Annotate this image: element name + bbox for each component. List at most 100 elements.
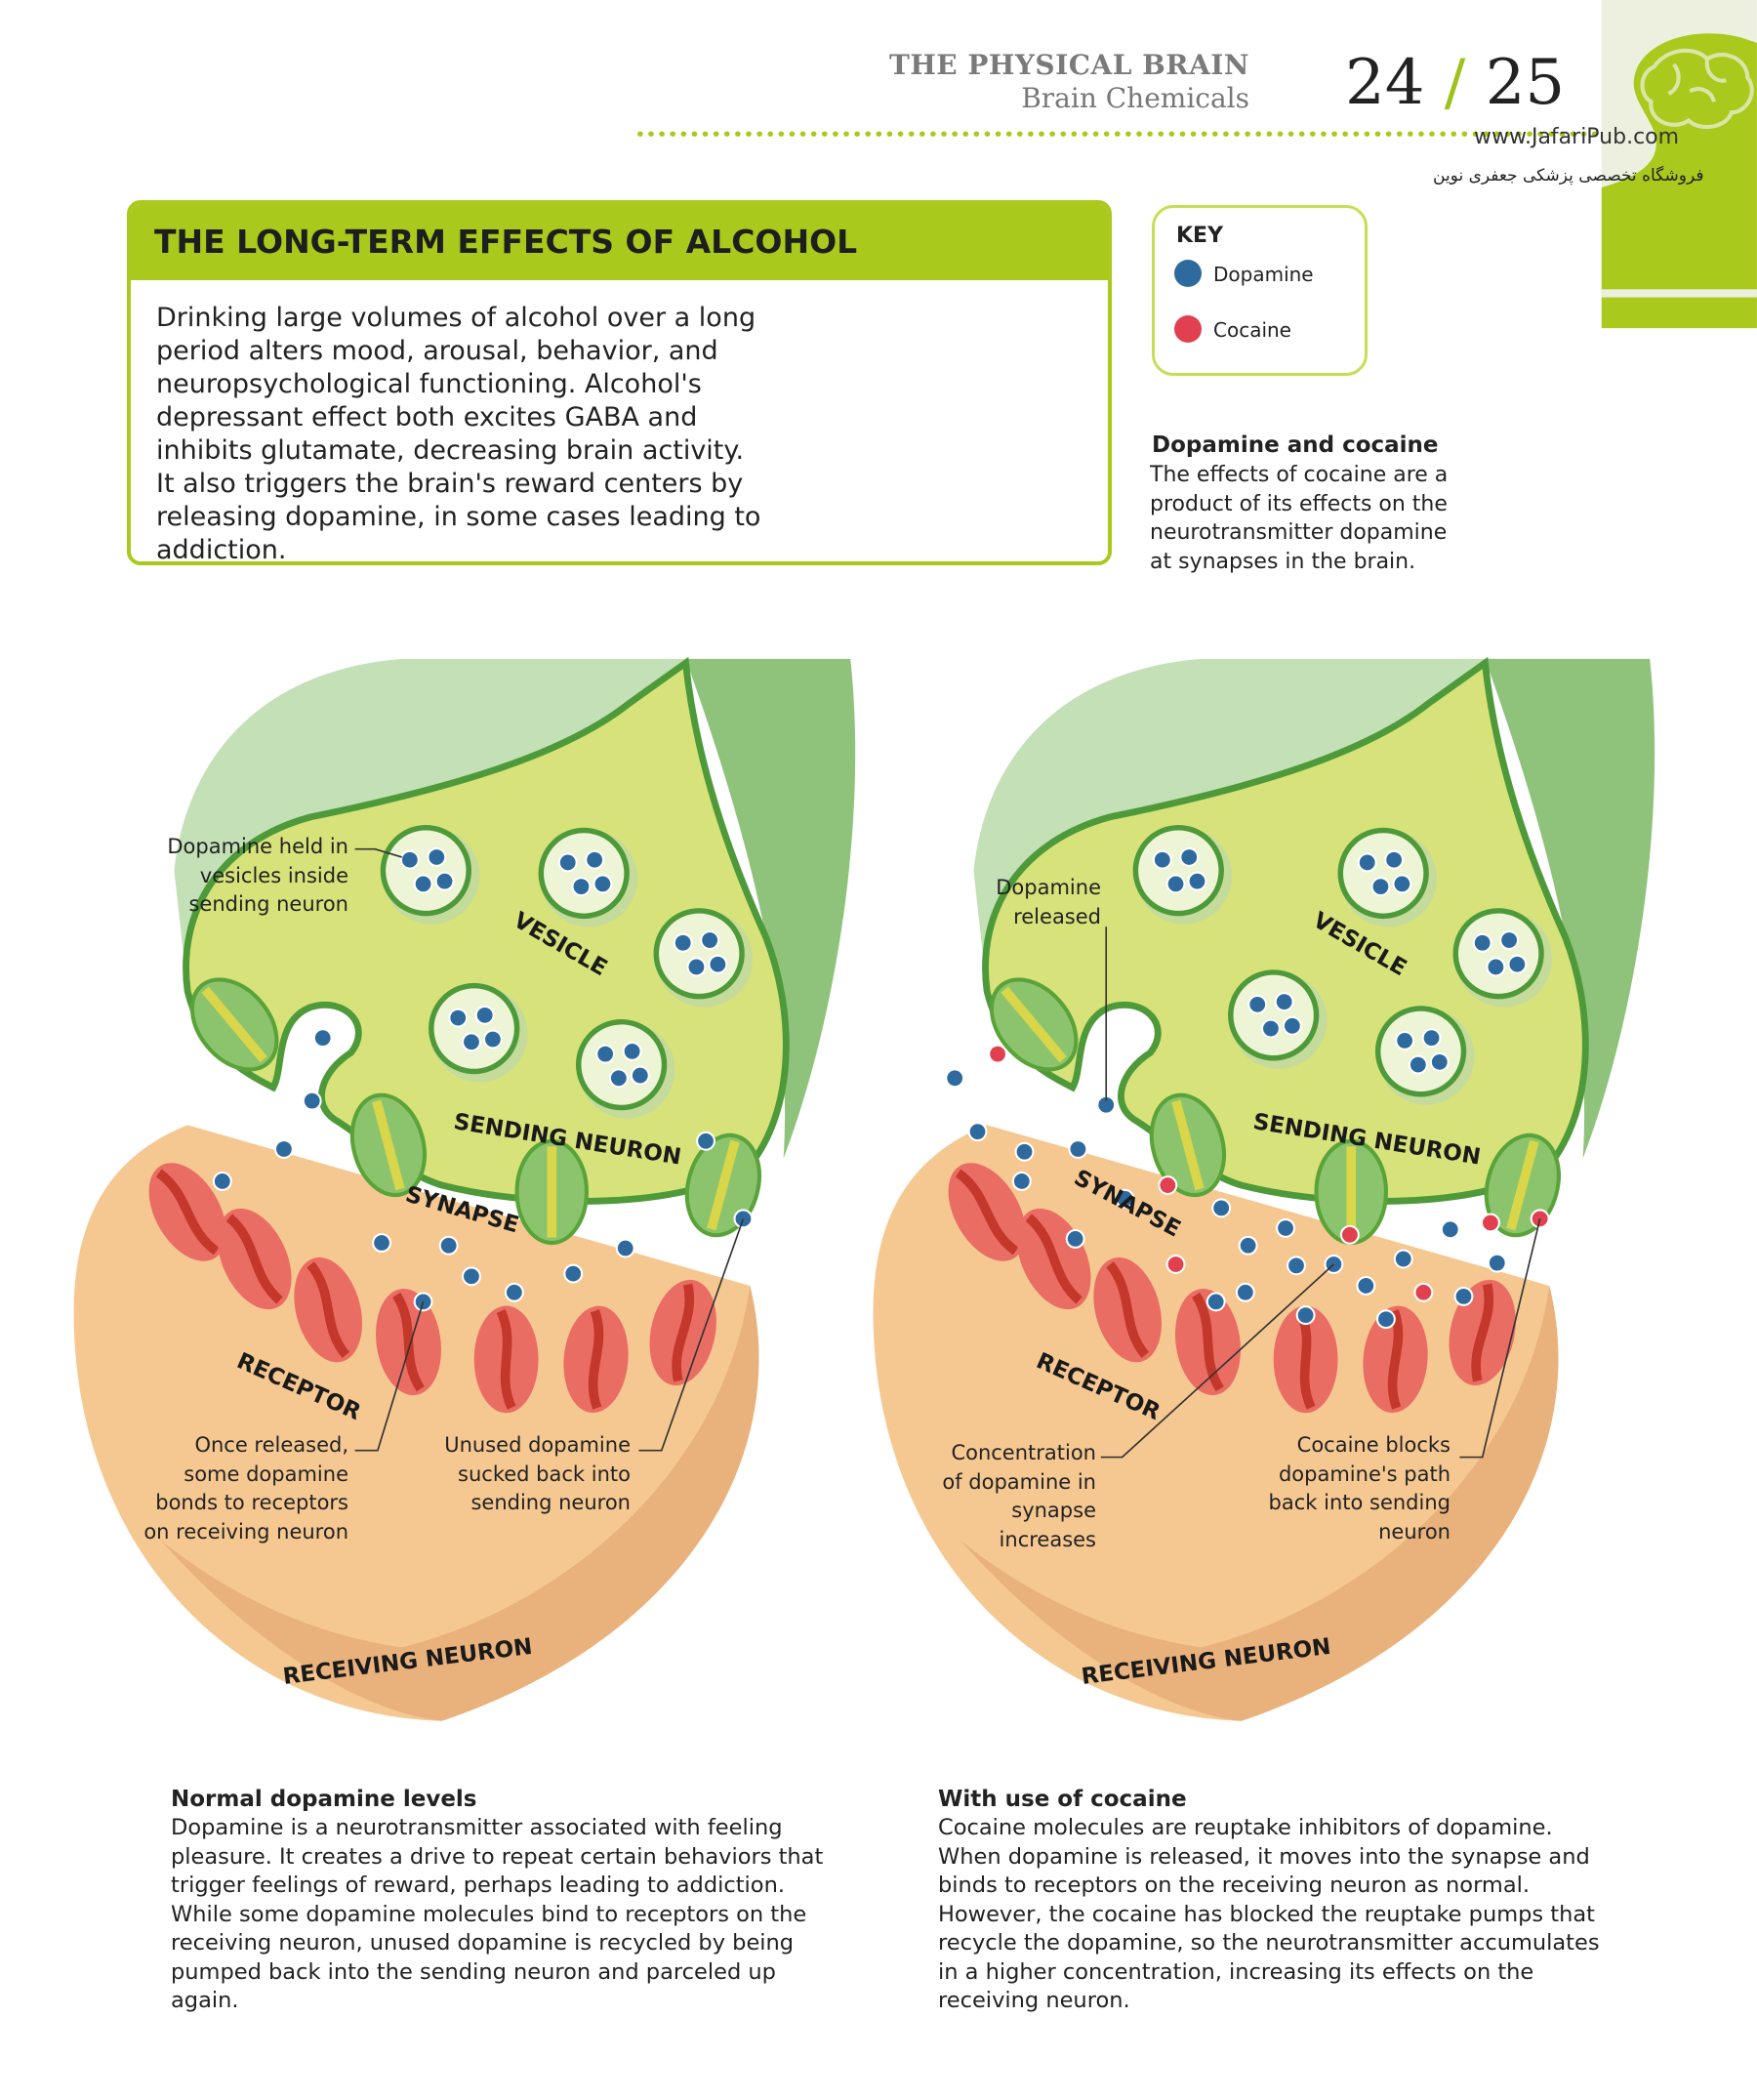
dopamine-molecule — [1235, 1282, 1255, 1302]
dopamine-molecule — [1115, 1188, 1135, 1209]
dopamine-molecule — [1260, 1018, 1281, 1039]
dopamine-molecule — [686, 957, 707, 977]
pump-channel — [1001, 986, 1067, 1063]
dopamine-molecule — [945, 1068, 965, 1089]
receptor-stripe — [672, 1283, 695, 1382]
dopamine-swatch — [1174, 260, 1202, 287]
section-subtitle: Brain Chemicals — [1021, 82, 1249, 114]
dopamine-molecule — [312, 1028, 333, 1049]
dopamine-molecule — [1282, 1015, 1302, 1036]
leader-lines — [354, 847, 1541, 1459]
dopamine-molecule — [462, 1266, 481, 1287]
dopamine-molecule — [427, 847, 447, 867]
receptor-stripe — [1025, 1214, 1083, 1304]
website-watermark: www.JafariPub.com — [1474, 125, 1680, 149]
dopamine-molecule — [1356, 1275, 1376, 1296]
dopamine-molecule — [1393, 1249, 1413, 1269]
vesicle — [1452, 908, 1544, 1000]
dopamine-molecule — [571, 877, 592, 897]
dopamine-molecule — [1247, 994, 1268, 1014]
vesicle — [1132, 825, 1224, 917]
receptor-stripe — [1471, 1283, 1494, 1382]
dopamine-molecule — [967, 1122, 988, 1142]
vesicle — [1337, 827, 1429, 920]
dopamine-molecule — [1472, 932, 1492, 953]
callout-concentration: Concentration of dopamine in synapse inc… — [942, 1441, 1096, 1551]
dopamine-molecule — [622, 1041, 642, 1061]
dopamine-molecule — [585, 849, 605, 870]
receptor-stripe — [588, 1309, 604, 1410]
vesicle — [575, 1018, 668, 1111]
legend-key: KEY Dopamine Cocaine — [1152, 205, 1368, 376]
dopamine-molecule — [1486, 957, 1506, 977]
dopamine-molecule — [1384, 849, 1405, 870]
cocaine-use-title: With use of cocaine — [938, 1787, 1187, 1812]
pump-channel — [372, 1099, 405, 1191]
callout-released: Dopamine released — [996, 876, 1101, 928]
alcohol-box-text: Drinking large volumes of alcohol over a… — [156, 303, 761, 565]
dopamine-molecule — [1014, 1141, 1035, 1162]
cocaine-molecule — [1413, 1282, 1434, 1302]
alcohol-effects-box: THE LONG-TERM EFFECTS OF ALCOHOL Drinkin… — [127, 200, 1112, 565]
page-right: 25 — [1485, 47, 1566, 119]
dopamine-molecule — [700, 930, 720, 950]
dopamine-molecule — [372, 1233, 392, 1253]
dopamine-molecule — [1453, 1286, 1474, 1306]
receptor-stripe — [155, 1169, 220, 1256]
dopamine-molecule — [592, 874, 613, 894]
dopamine-molecule — [630, 1065, 650, 1086]
dopamine-molecule — [1187, 871, 1207, 891]
receptor-stripe — [1387, 1309, 1404, 1410]
dopamine-molecule — [595, 1044, 616, 1064]
dopamine-molecule — [1165, 874, 1186, 894]
dopamine-molecule — [504, 1282, 524, 1302]
callout-vesicles: Dopamine held in vesicles inside sending… — [167, 835, 348, 916]
cocaine-molecule — [1480, 1213, 1500, 1233]
dopamine-molecule — [462, 1032, 481, 1052]
vesicle — [429, 982, 520, 1075]
dopamine-molecule — [1499, 930, 1520, 950]
page-number: 24 / 25 — [1345, 47, 1565, 119]
cocaine-molecule — [1530, 1209, 1550, 1229]
key-label-dopamine: Dopamine — [1213, 263, 1314, 286]
vesicle — [1228, 969, 1320, 1061]
dopamine-molecule — [212, 1171, 232, 1191]
key-label-cocaine: Cocaine — [1213, 318, 1291, 342]
receptor-stripe — [496, 1308, 516, 1410]
pump-channel — [1171, 1099, 1205, 1191]
dopamine-molecule — [399, 849, 420, 870]
cocaine-swatch — [1174, 315, 1202, 343]
dopamine-molecule — [1408, 1054, 1428, 1075]
cocaine-molecule — [1158, 1175, 1178, 1195]
cocaine-use-text: Cocaine molecules are reuptake inhibitor… — [938, 1815, 1600, 2013]
dopamine-molecule — [1238, 1235, 1258, 1256]
cocaine-molecule — [1165, 1255, 1186, 1274]
vesicle — [538, 827, 630, 920]
dopamine-molecule — [413, 874, 433, 894]
cocaine-molecule — [1339, 1224, 1360, 1245]
dopamine-cocaine-text: The effects of cocaine are a product of … — [1150, 463, 1449, 574]
receptor-stripe — [1106, 1261, 1150, 1358]
dopamine-molecule — [1421, 1028, 1442, 1049]
dopamine-molecule — [673, 932, 693, 953]
dopamine-molecule — [1429, 1051, 1450, 1072]
section-title: THE PHYSICAL BRAIN — [889, 49, 1249, 81]
side-tab-brain-head — [1601, 0, 1757, 329]
dopamine-molecule — [474, 1005, 495, 1025]
dopamine-molecule — [1205, 1292, 1226, 1312]
vesicle — [380, 825, 471, 917]
pump-channel — [201, 986, 267, 1063]
dopamine-molecule — [273, 1139, 294, 1159]
publisher-watermark: فروشگاه تخصصی پزشکی جعفری نوین — [1433, 166, 1704, 185]
dopamine-molecule — [1487, 1253, 1507, 1273]
dopamine-molecule — [1395, 1030, 1415, 1050]
dopamine-molecule — [1507, 954, 1528, 974]
vesicle — [653, 908, 745, 1000]
dopamine-molecule — [1011, 1171, 1032, 1191]
callout-blocks: Cocaine blocks dopamine's path back into… — [1268, 1433, 1451, 1544]
dopamine-molecule — [1179, 847, 1200, 867]
dopamine-molecule — [733, 1209, 754, 1229]
receptor-stripe — [225, 1214, 283, 1304]
alcohol-box-title: THE LONG-TERM EFFECTS OF ALCOHOL — [131, 204, 1108, 280]
dopamine-molecule — [434, 871, 455, 891]
